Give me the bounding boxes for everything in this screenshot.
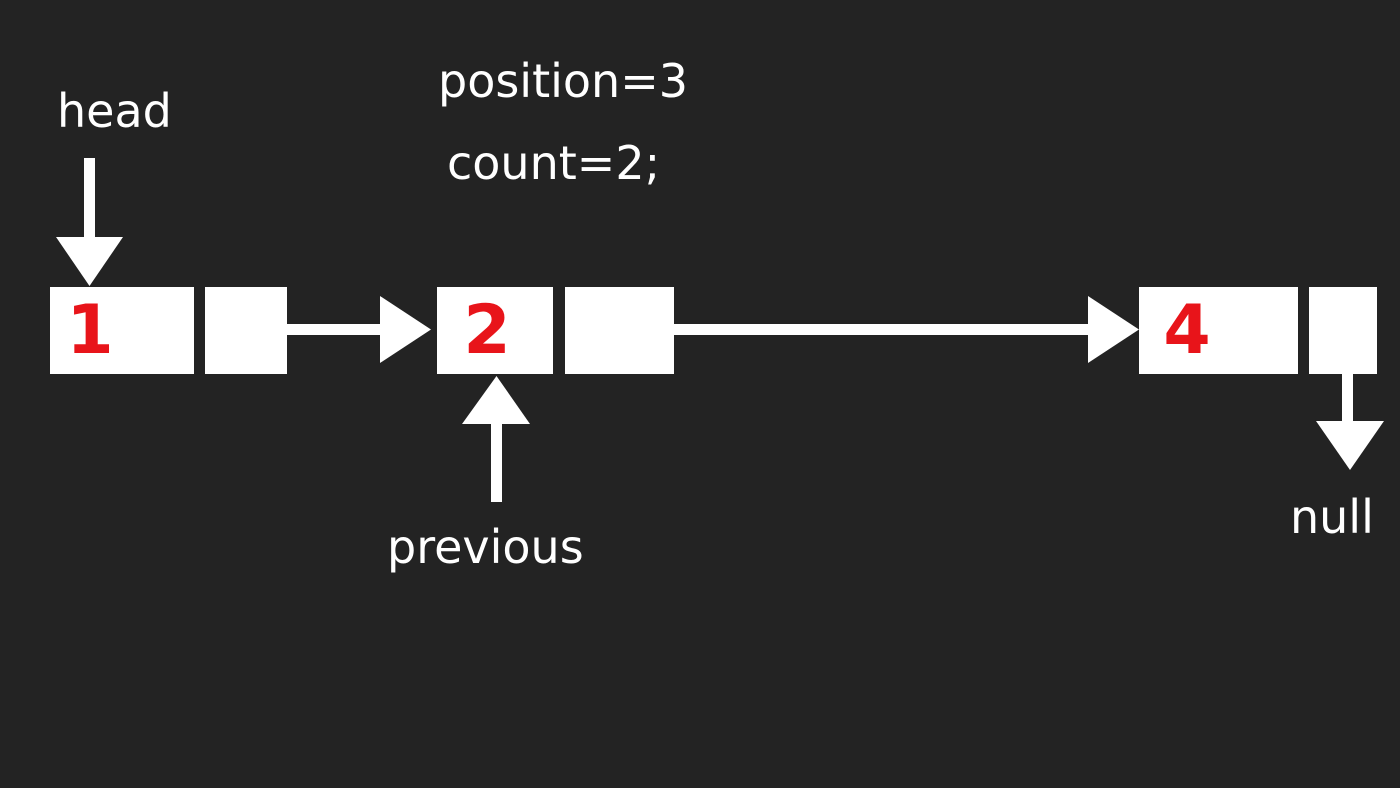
head-arrow	[56, 158, 123, 286]
previous-label: previous	[387, 520, 584, 574]
previous-arrow	[462, 376, 530, 502]
node-1-data-box: 1	[50, 287, 194, 374]
count-label: count=2;	[447, 136, 661, 190]
node-4-value: 4	[1163, 290, 1211, 370]
null-arrow	[1316, 374, 1384, 470]
head-label: head	[57, 84, 172, 138]
position-label: position=3	[438, 54, 689, 108]
next-arrow-1-to-2	[287, 296, 431, 363]
node-2-value: 2	[463, 290, 511, 370]
node-2-next-box	[565, 287, 674, 374]
node-4-data-box: 4	[1139, 287, 1298, 374]
next-arrow-2-to-4	[674, 296, 1139, 363]
null-label: null	[1290, 490, 1374, 544]
node-1-value: 1	[66, 290, 114, 370]
node-1-next-box	[205, 287, 287, 374]
node-4-next-box	[1309, 287, 1377, 374]
node-2-data-box: 2	[437, 287, 553, 374]
